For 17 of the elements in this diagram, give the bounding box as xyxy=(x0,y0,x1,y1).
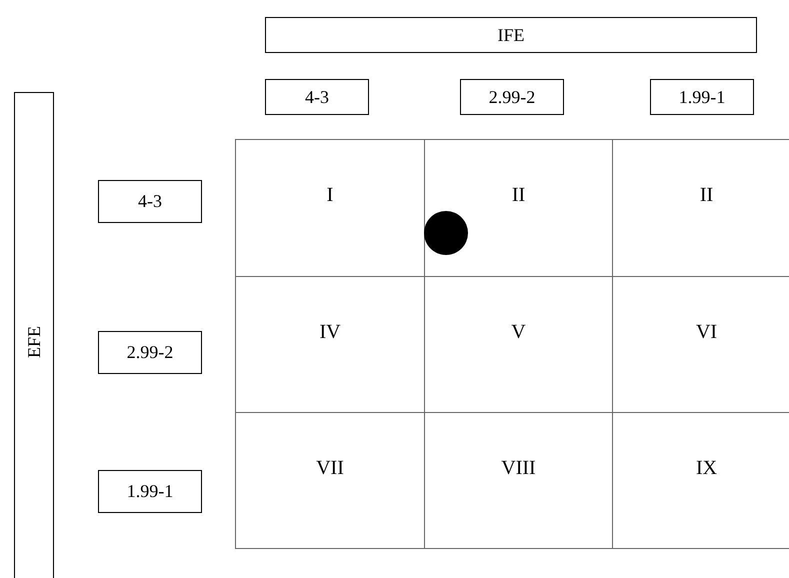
score-range-box: 1.99-1 xyxy=(650,79,754,115)
score-range-box: 1.99-1 xyxy=(98,470,202,513)
axis-title-box: IFE xyxy=(265,17,757,53)
matrix-cell: II xyxy=(612,139,789,276)
matrix-cell: V xyxy=(424,276,612,412)
matrix-cell: I xyxy=(235,139,424,276)
score-range-box: 2.99-2 xyxy=(460,79,564,115)
axis-title: EFE xyxy=(24,326,44,358)
score-range-box: 4-3 xyxy=(265,79,369,115)
matrix-cell: VII xyxy=(235,412,424,549)
matrix-cell: VIII xyxy=(424,412,612,549)
axis-title-box xyxy=(14,92,54,578)
matrix-cell: VI xyxy=(612,276,789,412)
matrix-cell: IX xyxy=(612,412,789,549)
score-range-box: 2.99-2 xyxy=(98,331,202,374)
matrix-cell: IV xyxy=(235,276,424,412)
score-range-box: 4-3 xyxy=(98,180,202,223)
